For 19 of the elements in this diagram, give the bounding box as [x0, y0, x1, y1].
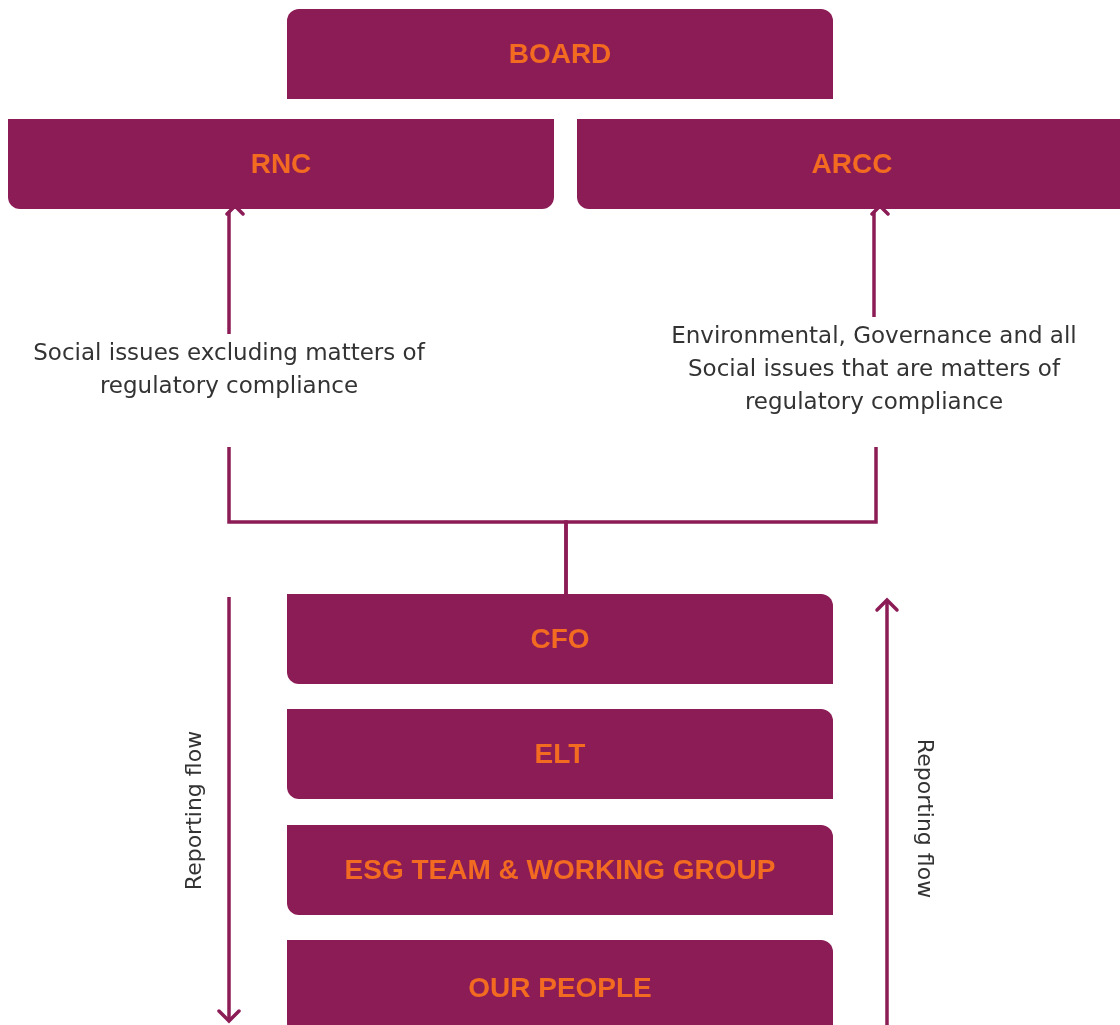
box-title: ARCC: [811, 148, 893, 180]
org-box: [287, 9, 833, 99]
box-title: CFO: [530, 623, 590, 655]
org-box: [287, 940, 833, 1025]
scope-text: Environmental, Governance and all Social issues that are matters of regulatory compliance: [650, 319, 1098, 418]
connector-line: [564, 447, 878, 594]
box-title: RNC: [250, 148, 312, 180]
org-box: [287, 825, 833, 915]
box-title: ELT: [534, 738, 586, 770]
org-box: [287, 709, 833, 799]
org-box: [287, 594, 833, 684]
box-title: ESG TEAM & WORKING GROUP: [344, 854, 776, 886]
box-title: BOARD: [508, 38, 612, 70]
scope-text: Social issues excluding matters of regulatory compliance: [20, 336, 438, 402]
org-box: [577, 119, 1120, 209]
flow-label: Reporting flow: [180, 730, 206, 890]
box-title: OUR PEOPLE: [468, 971, 652, 1004]
flow-label: Reporting flow: [912, 738, 938, 898]
org-box: [8, 119, 554, 209]
